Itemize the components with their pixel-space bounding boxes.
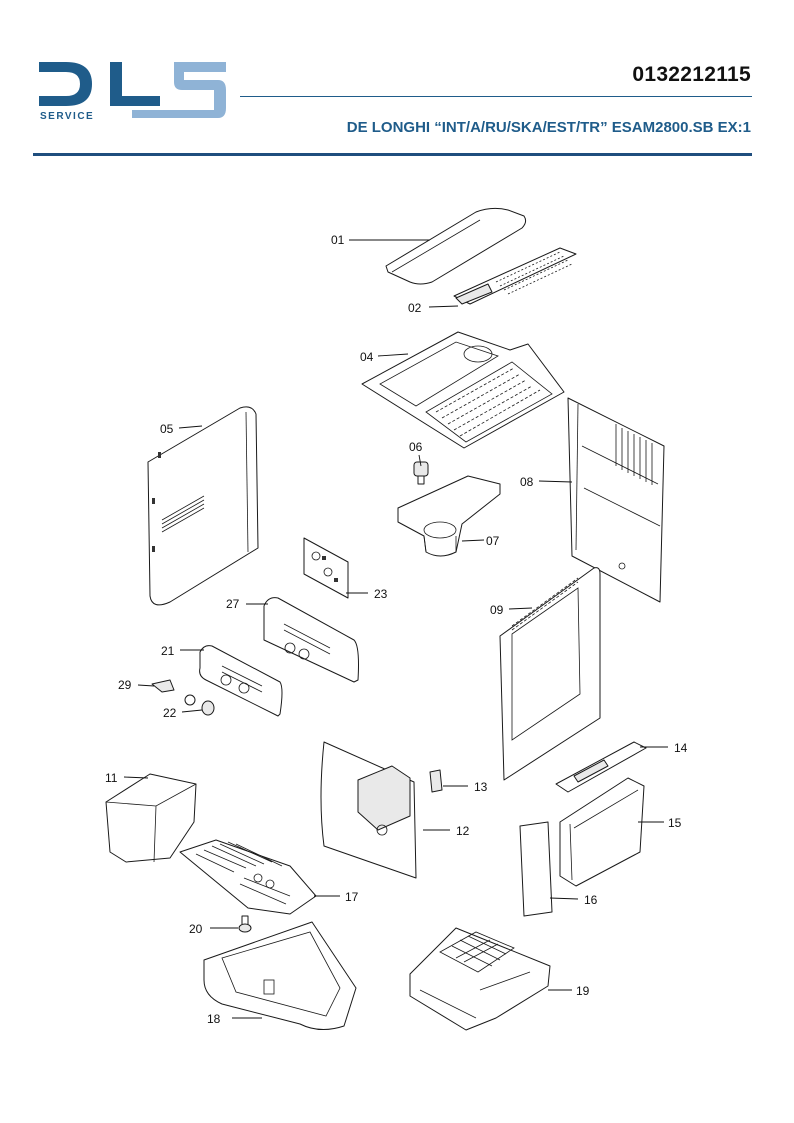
model-title: DE LONGHI “INT/A/RU/SKA/EST/TR” ESAM2800… bbox=[346, 119, 751, 136]
callout-18: 18 bbox=[207, 1012, 221, 1026]
part-01-top-lid bbox=[385, 207, 527, 285]
part-20-float bbox=[238, 915, 252, 933]
callout-22: 22 bbox=[163, 706, 177, 720]
document-number: 0132212115 bbox=[632, 63, 751, 86]
part-02-grille bbox=[453, 247, 577, 305]
part-05-left-panel bbox=[147, 406, 259, 606]
part-22-knob bbox=[184, 694, 215, 716]
callout-17: 17 bbox=[345, 890, 359, 904]
callout-04: 04 bbox=[360, 350, 374, 364]
callout-12: 12 bbox=[456, 824, 470, 838]
callout-23: 23 bbox=[374, 587, 388, 601]
callout-19: 19 bbox=[576, 984, 590, 998]
header-rule bbox=[33, 153, 752, 156]
callout-20: 20 bbox=[189, 922, 203, 936]
part-15-drip-housing bbox=[559, 777, 645, 887]
callout-05: 05 bbox=[160, 422, 174, 436]
callout-02: 02 bbox=[408, 301, 422, 315]
part-21-control-panel bbox=[199, 645, 283, 717]
callout-07: 07 bbox=[486, 534, 500, 548]
callout-15: 15 bbox=[668, 816, 682, 830]
part-29-selector-lever bbox=[151, 679, 175, 693]
callout-08: 08 bbox=[520, 475, 534, 489]
part-04-top-frame bbox=[361, 331, 565, 449]
part-23-control-board bbox=[303, 537, 349, 599]
part-16-side-cover bbox=[519, 821, 553, 917]
part-11-container bbox=[105, 773, 197, 863]
callout-21: 21 bbox=[161, 644, 175, 658]
callout-29: 29 bbox=[118, 678, 132, 692]
callouts: 01 02 04 05 06 07 08 09 11 12 13 14 15 1… bbox=[105, 233, 688, 1026]
callout-09: 09 bbox=[490, 603, 504, 617]
callout-11: 11 bbox=[105, 771, 118, 785]
callout-16: 16 bbox=[584, 893, 598, 907]
part-07-water-tank bbox=[397, 475, 501, 557]
part-06-knob bbox=[413, 461, 429, 485]
callout-27: 27 bbox=[226, 597, 240, 611]
part-13-connector bbox=[429, 769, 443, 793]
part-27-control-housing bbox=[263, 597, 359, 683]
part-19-base-plate bbox=[409, 927, 551, 1031]
part-18-drip-tray bbox=[203, 921, 357, 1030]
part-08-right-panel bbox=[567, 397, 665, 603]
callout-14: 14 bbox=[674, 741, 688, 755]
part-12-brew-frame bbox=[320, 741, 417, 879]
part-14-top-strip bbox=[555, 741, 647, 793]
leader-lines bbox=[123, 239, 668, 1019]
dls-service-logo: SERVICE bbox=[39, 62, 226, 122]
logo-service-text: SERVICE bbox=[40, 111, 94, 122]
part-17-drip-grill bbox=[179, 839, 317, 915]
callout-01: 01 bbox=[331, 233, 345, 247]
callout-13: 13 bbox=[474, 780, 488, 794]
header-divider bbox=[240, 96, 752, 97]
part-09-front-panel bbox=[499, 567, 601, 781]
callout-06: 06 bbox=[409, 440, 423, 454]
